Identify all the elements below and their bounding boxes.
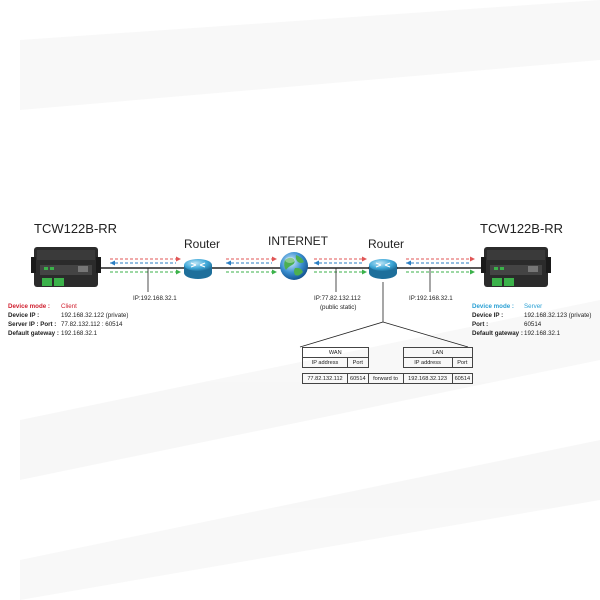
traffic-arrows [110, 258, 470, 273]
gateway-label: Default gateway : [8, 330, 59, 337]
mode-value: Client [61, 303, 77, 310]
arrowhead-right [362, 256, 367, 262]
wan-port-header: Port [347, 357, 369, 368]
mode-label: Device mode : [8, 303, 50, 310]
arrowhead-right [176, 256, 181, 262]
arrowhead-right [470, 256, 475, 262]
arrowhead-right [470, 269, 475, 275]
lan-ip-header: IP address [402, 357, 453, 368]
router-icon [369, 259, 397, 279]
arrowhead-left [314, 260, 319, 266]
arrowhead-right [272, 269, 277, 275]
arrowhead-left [110, 260, 115, 266]
arrowhead-right [362, 269, 367, 275]
mode-value: Server [524, 303, 543, 310]
wan-ip-cell: 77.82.132.112 [302, 373, 348, 384]
left-device-info: Device mode : Client Device IP : 192.168.3… [8, 302, 128, 338]
arrowhead-right [176, 269, 181, 275]
wan-header: WAN [302, 347, 369, 358]
right-router-public-ip: IP:77.82.132.112 [314, 295, 361, 302]
watermark [20, 0, 600, 600]
lan-ip-cell: 192.168.32.123 [402, 373, 453, 384]
ip-label: Device IP : [8, 312, 40, 319]
arrowhead-left [406, 260, 411, 266]
port-value: 60514 [524, 321, 542, 328]
ip-label: Device IP : [472, 312, 504, 319]
callout-lines [299, 282, 469, 348]
right-router-name: Router [368, 237, 405, 251]
arrowhead-right [272, 256, 277, 262]
device-icon [31, 247, 101, 287]
arrow-heads [110, 256, 475, 275]
right-router-lan-ip: IP:192.168.32.1 [409, 295, 453, 302]
mode-label: Device mode : [472, 303, 514, 310]
port-forward-table: WAN LAN IP address Port IP address Port … [302, 347, 474, 384]
device-icon [481, 247, 551, 287]
gateway-value: 192.168.32.1 [524, 330, 561, 337]
lan-header: LAN [402, 347, 474, 358]
server-value: 77.82.132.112 : 60514 [61, 321, 123, 328]
wan-ip-header: IP address [302, 357, 348, 368]
left-router-name: Router [184, 237, 221, 251]
lan-port-header: Port [451, 357, 474, 368]
left-device-name: TCW122B-RR [34, 221, 118, 236]
server-label: Server IP : Port : [8, 321, 57, 328]
lan-port-cell: 60514 [451, 373, 474, 384]
globe-icon [280, 252, 308, 280]
gateway-value: 192.168.32.1 [61, 330, 98, 337]
right-device-info: Device mode : Server Device IP : 192.168.3… [472, 302, 591, 338]
router-icon [184, 259, 212, 279]
port-label: Port : [472, 321, 489, 328]
left-router-ip: IP:192.168.32.1 [133, 295, 177, 302]
right-device-name: TCW122B-RR [480, 221, 564, 236]
arrowhead-left [226, 260, 231, 266]
ip-value: 192.168.32.123 (private) [524, 312, 592, 319]
gateway-label: Default gateway : [472, 330, 523, 337]
ip-value: 192.168.32.122 (private) [61, 312, 129, 319]
internet-label: INTERNET [268, 234, 328, 248]
ip-leaders [147, 268, 431, 292]
right-router-public-note: (public static) [320, 304, 357, 311]
wan-port-cell: 60514 [347, 373, 369, 384]
forward-label: forward to [367, 373, 404, 384]
